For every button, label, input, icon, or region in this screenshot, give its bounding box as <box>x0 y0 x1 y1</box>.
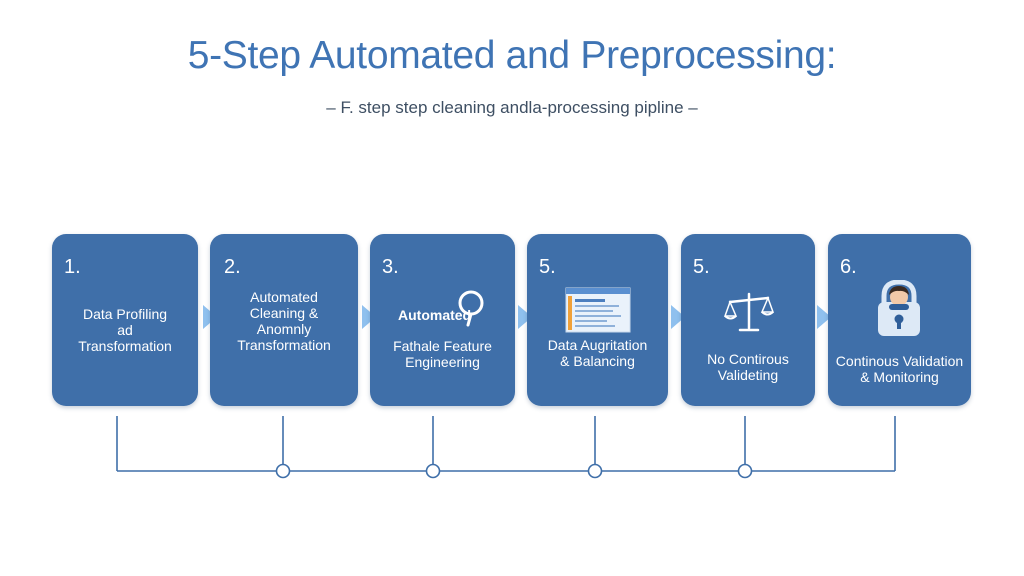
step-number: 2. <box>224 256 241 278</box>
step-card-5: 5. No Contirous Valideting <box>681 234 815 406</box>
step-number: 3. <box>382 256 399 278</box>
timeline-node <box>737 463 753 479</box>
timeline-node <box>587 463 603 479</box>
page-subtitle: – F. step step cleaning andla-processing… <box>326 98 698 117</box>
step-label: Continous Validation & Monitoring <box>835 353 964 385</box>
step-label: Data Augritation & Balancing <box>547 337 648 369</box>
step-card-6: 6. Continous Validation & Monitoring <box>828 234 971 406</box>
step-card-3: 3. Automated Fathale Feature Engineering <box>370 234 515 406</box>
step-card-2: 2. Automated Cleaning & Anomnly Transfor… <box>210 234 358 406</box>
search-icon <box>458 290 484 327</box>
flow-arrow-5 <box>817 305 831 329</box>
step-label: Fathale Feature Engineering <box>393 338 492 370</box>
step-card-4: 5. Data Augritation & Balancing <box>527 234 668 406</box>
step-label: No Contirous Valideting <box>707 351 789 383</box>
step-number: 6. <box>840 256 857 278</box>
step-number: 1. <box>64 256 81 278</box>
document-icon <box>565 287 631 333</box>
step-card-1: 1. Data Profiling ad Transformation <box>52 234 198 406</box>
step-label: Automated Cleaning & Anomnly Transformat… <box>237 289 331 353</box>
timeline-node <box>275 463 291 479</box>
timeline-node <box>425 463 441 479</box>
step-label: Data Profiling ad Transformation <box>78 306 172 354</box>
step-heading: Automated <box>398 307 472 323</box>
user-lock-icon <box>878 280 920 336</box>
page-title: 5-Step Automated and Preprocessing: <box>187 34 837 77</box>
step-number: 5. <box>693 256 710 278</box>
balance-scale-icon <box>724 292 774 332</box>
step-number: 5. <box>539 256 556 278</box>
